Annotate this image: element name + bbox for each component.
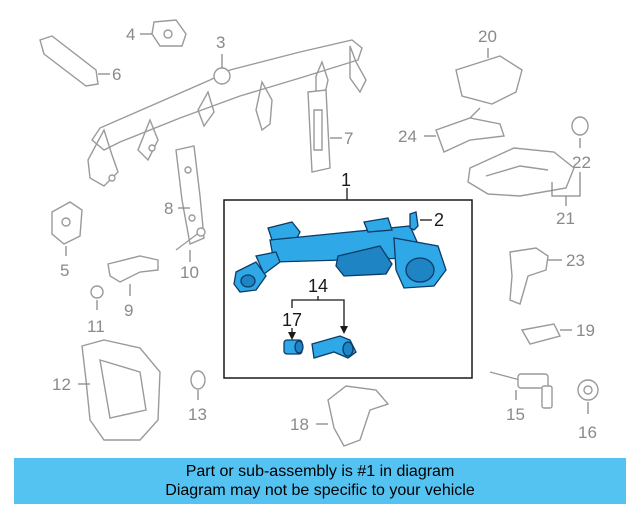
part-11-nut: [90, 285, 104, 299]
callout-9: 9: [124, 301, 133, 320]
part-9-bracket: [107, 255, 159, 283]
part-20-shroud: [455, 55, 523, 105]
callout-22: 22: [572, 153, 591, 172]
banner-line-2: Diagram may not be specific to your vehi…: [165, 482, 475, 499]
part-21-shroud-lower: [467, 147, 575, 197]
callout-7: 7: [344, 129, 353, 148]
callout-23: 23: [566, 251, 585, 270]
part-5-bracket: [51, 201, 83, 245]
callout-3: 3: [216, 33, 225, 52]
info-banner: Part or sub-assembly is #1 in diagram Di…: [14, 458, 626, 504]
part-8-reinforcement: [175, 145, 205, 245]
callout-6: 6: [112, 65, 121, 84]
part-10-bolt: [175, 227, 206, 251]
parts-diagram: 3 4 6 7 8 5 10 9 1: [39, 19, 599, 447]
leader-14-left: [291, 296, 319, 308]
arrow-14: [340, 326, 348, 334]
callout-5: 5: [60, 261, 69, 280]
banner-line-1: Part or sub-assembly is #1 in diagram: [185, 463, 455, 480]
part-13-clip: [190, 370, 206, 390]
part-3-cross-car-beam: [87, 39, 367, 187]
callout-4: 4: [126, 25, 135, 44]
callout-20: 20: [478, 27, 497, 46]
callout-1: 1: [341, 170, 351, 190]
callout-12: 12: [52, 375, 71, 394]
callout-18: 18: [290, 415, 309, 434]
callout-13: 13: [188, 405, 207, 424]
part-22-washer: [571, 116, 589, 136]
callout-17: 17: [282, 310, 302, 330]
part-17-bushing: [283, 339, 304, 355]
callout-15: 15: [506, 405, 525, 424]
callout-21: 21: [556, 209, 575, 228]
part-14-tilt-lever: [311, 335, 357, 359]
part-16-hole: [583, 385, 593, 395]
part-12-duct: [81, 339, 161, 441]
callout-24: 24: [398, 127, 417, 146]
part-18-bracket: [327, 385, 390, 447]
part-23-lever: [509, 247, 549, 305]
part-7-bracket: [307, 89, 331, 173]
part-1-steering-column[interactable]: [233, 217, 447, 293]
callout-2: 2: [434, 210, 444, 230]
callout-11: 11: [87, 317, 105, 336]
callout-19: 19: [576, 321, 595, 340]
part-1-box: [223, 199, 473, 379]
part-24-switch: [435, 107, 505, 153]
callout-16: 16: [578, 423, 597, 442]
part-4-bracket: [151, 19, 187, 47]
callout-10: 10: [180, 263, 199, 282]
arrow-17: [288, 332, 296, 340]
callout-8: 8: [164, 199, 173, 218]
part-19-clip: [520, 323, 562, 345]
leader-14-right: [318, 299, 345, 330]
callout-14: 14: [308, 276, 328, 296]
part-2-bolt: [409, 211, 419, 231]
part-6-brace: [39, 35, 99, 87]
part-15-switch: [489, 371, 553, 409]
